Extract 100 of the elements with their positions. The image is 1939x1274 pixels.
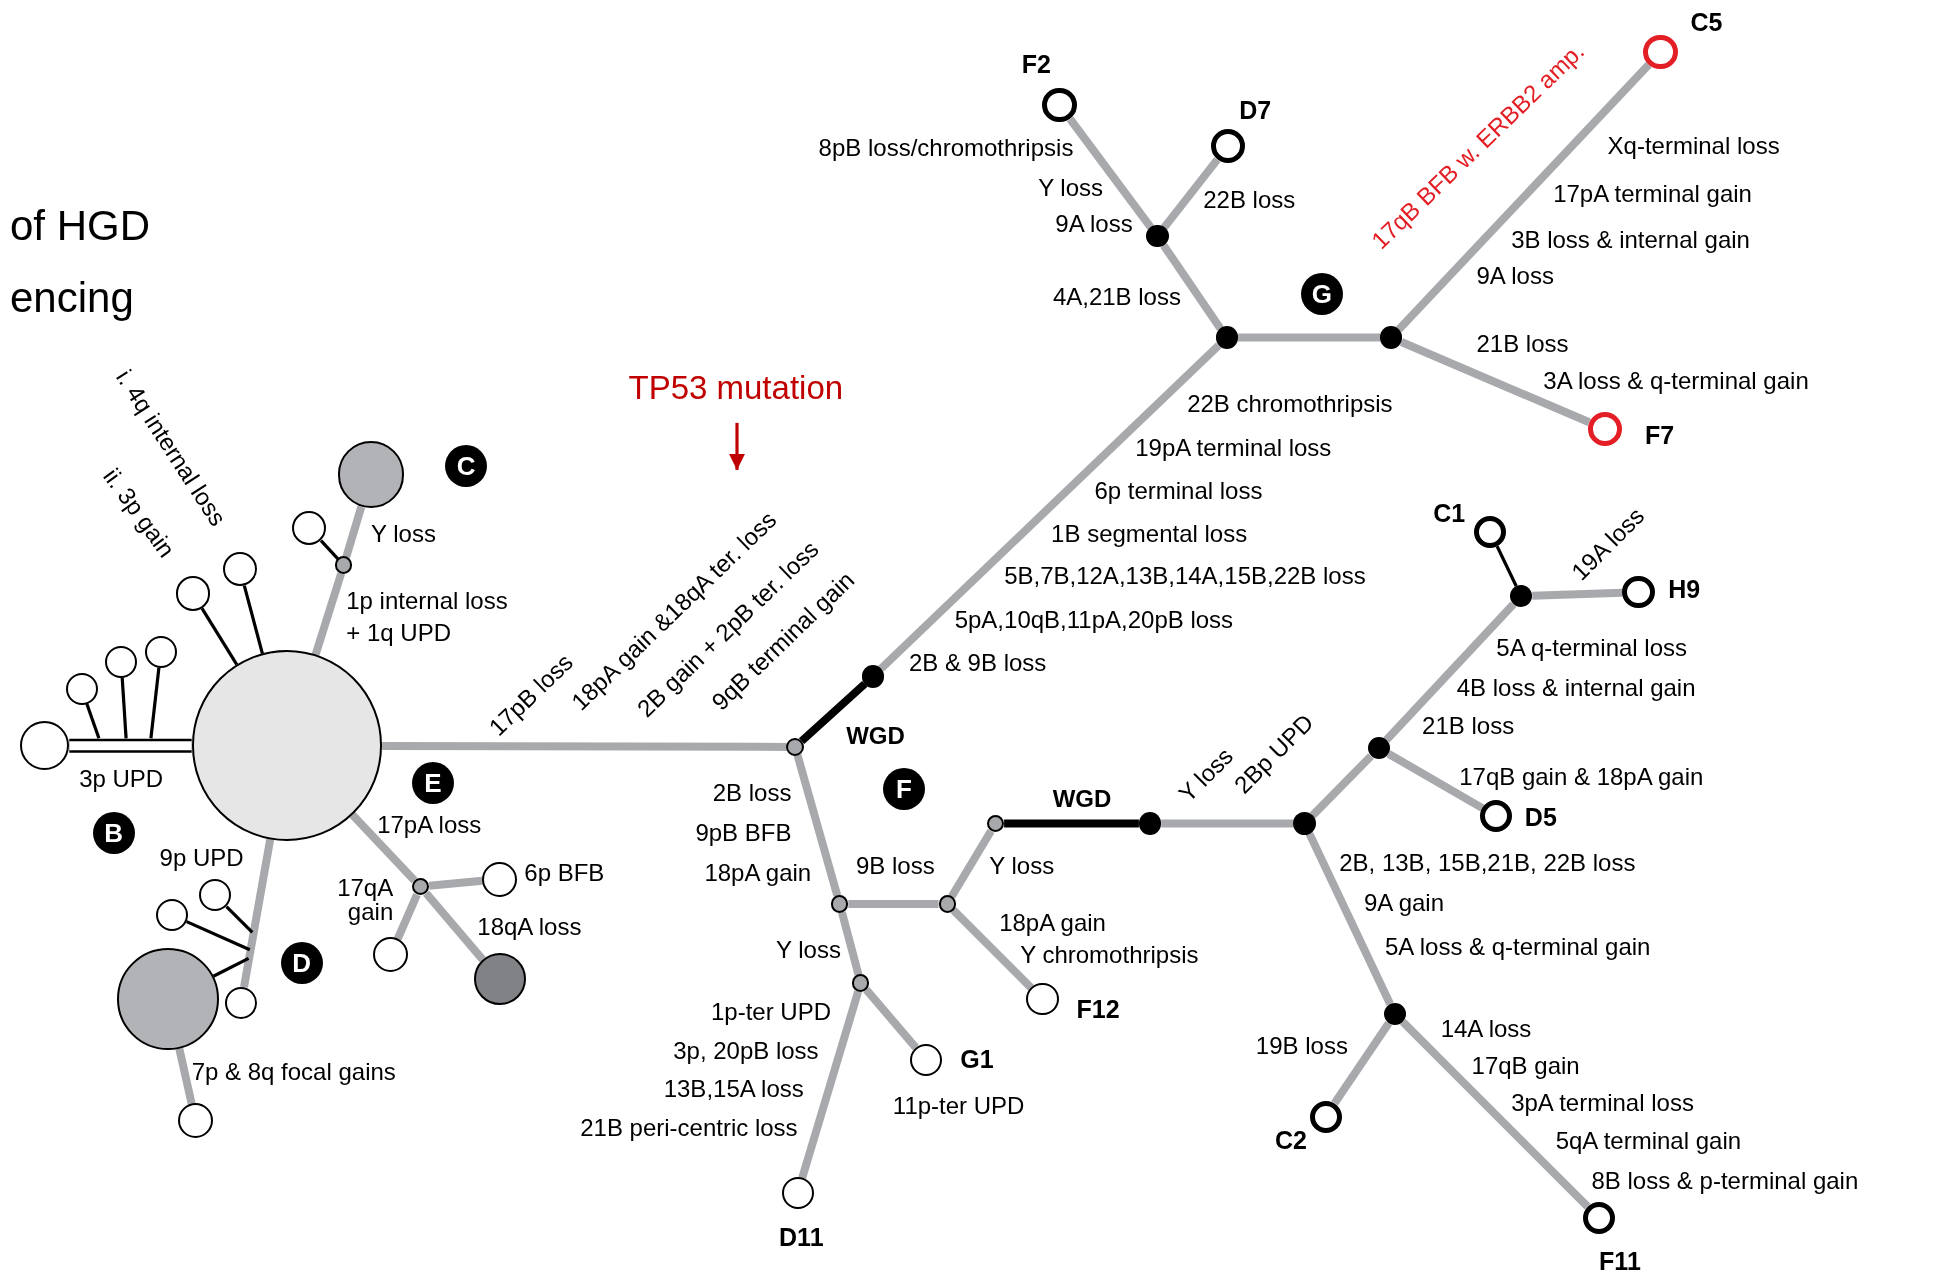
sample-label: F11 [1599, 1248, 1641, 1274]
clade-marker: D [280, 942, 323, 985]
sample-label: F7 [1644, 422, 1675, 448]
branch-line [85, 703, 101, 739]
mutation-label: 4A,21B loss [1052, 284, 1181, 309]
mutation-label: 2B & 9B loss [908, 650, 1047, 675]
branch-line [1160, 243, 1224, 331]
branch-line [423, 890, 486, 963]
mutation-label: 19pA terminal loss [1135, 435, 1332, 460]
mutation-label: 6p terminal loss [1094, 478, 1263, 503]
mutation-label: Y loss [775, 937, 841, 962]
mutation-label: 5B,7B,12A,13B,14A,15B,22B loss [1004, 564, 1366, 589]
mutation-label: Xq-terminal loss [1607, 133, 1780, 158]
sample-label: C1 [1433, 500, 1466, 526]
mutation-label: 18qA loss [477, 915, 582, 940]
mutation-label: 1p internal loss [346, 589, 508, 613]
mutation-label: 3A loss & q-terminal gain [1543, 368, 1809, 393]
mutation-label: 8B loss & p-terminal gain [1591, 1168, 1859, 1193]
sample-label: F12 [1076, 996, 1120, 1022]
mutation-label: 18pA gain [704, 861, 812, 886]
mutation-label: 22B loss [1203, 188, 1296, 213]
sample-label: G1 [960, 1046, 994, 1072]
mutation-label: 17qB gain & 18pA gain [1459, 764, 1704, 789]
mutation-label: Y chromothripsis [1020, 942, 1199, 967]
mutation-label: 6p BFB [524, 861, 605, 886]
branch-line [1309, 753, 1374, 819]
arrow [729, 422, 745, 470]
branch-line [950, 907, 1034, 991]
mutation-label: 17pA loss [377, 812, 482, 837]
branch-line [428, 876, 483, 890]
branch-line [798, 680, 868, 745]
mutation-label: 3pA terminal loss [1511, 1091, 1694, 1116]
branch-line [120, 677, 128, 739]
mutation-label: 9A gain [1363, 890, 1445, 915]
mutation-label: 17qB gain [1471, 1053, 1580, 1078]
mutation-label: 3B loss & internal gain [1511, 227, 1750, 252]
branch-line [848, 900, 939, 908]
clade-marker: C [445, 445, 488, 488]
clade-marker: G [1300, 273, 1343, 316]
mutation-label: 14A loss [1440, 1016, 1532, 1041]
branch-line [798, 990, 863, 1180]
branch-line [175, 1047, 196, 1105]
branch-line [1161, 819, 1294, 828]
mutation-label: 22B chromothripsis [1187, 392, 1393, 417]
mutation-label: Y loss [1038, 175, 1104, 200]
branch-line [1399, 1019, 1591, 1210]
mutation-label: 17qA gain [336, 876, 394, 925]
mutation-label: 9B loss [855, 853, 935, 878]
branch-line [212, 956, 250, 978]
wgd-label: WGD [1052, 786, 1112, 811]
mutation-label: 4B loss & internal gain [1456, 675, 1696, 700]
branch-line [1532, 588, 1623, 600]
sample-label: F2 [1021, 51, 1051, 77]
mutation-label: 5A loss & q-terminal gain [1385, 935, 1651, 960]
mutation-label: 5A q-terminal loss [1496, 635, 1688, 660]
branch-line [225, 905, 254, 934]
branch-line [838, 911, 863, 976]
branch-line [1383, 601, 1517, 743]
clade-marker: F [882, 767, 925, 810]
sample-label: D5 [1524, 804, 1557, 830]
mutation-label: Y loss [370, 522, 436, 547]
branch-line [793, 754, 842, 897]
branch-line [1305, 831, 1394, 1006]
sample-label: H9 [1668, 576, 1701, 602]
mutation-label: 8pB loss/chromothripsis [818, 136, 1074, 161]
mutation-label: 9pB BFB [695, 821, 792, 846]
mutation-label: 5qA terminal gain [1555, 1129, 1742, 1154]
branch-line [878, 342, 1222, 672]
mutation-label: 19B loss [1255, 1034, 1348, 1059]
clade-marker: E [411, 761, 454, 804]
branch-line [382, 741, 787, 751]
mutation-label: 1B segmental loss [1051, 522, 1248, 547]
mutation-label: 2B, 13B, 15B,21B, 22B loss [1339, 851, 1636, 876]
mutation-label: 3p UPD [79, 767, 164, 792]
mutation-label: 9A loss [1055, 211, 1133, 236]
mutation-label: 7p & 8q focal gains [191, 1060, 396, 1085]
mutation-label: 19A loss [1567, 503, 1649, 585]
branch-line [349, 812, 418, 884]
mutation-label: 1p-ter UPD [710, 999, 831, 1024]
mutation-label: 2B loss [712, 780, 792, 805]
mutation-label: 13B,15A loss [663, 1077, 804, 1102]
branch-line [319, 539, 340, 560]
branch-line [149, 667, 161, 739]
mutation-label: 17pA terminal gain [1553, 182, 1752, 207]
mutation-label: + 1q UPD [346, 621, 451, 646]
mutation-label: 3p, 20pB loss [673, 1039, 819, 1064]
mutation-label: 18pA gain [999, 910, 1106, 935]
mutation-label: 21B loss [1476, 331, 1569, 356]
sample-label: C5 [1690, 9, 1723, 35]
branch-line [1004, 819, 1139, 828]
mutation-label: 9p UPD [159, 846, 244, 871]
sample-label: C2 [1275, 1127, 1307, 1153]
annotation-text: TP53 mutation [628, 370, 844, 404]
sample-label: D7 [1239, 97, 1272, 123]
branch-line [863, 987, 919, 1051]
mutation-label: 11p-ter UPD [892, 1093, 1025, 1118]
mutation-label: Y loss [989, 853, 1055, 878]
sample-label: D11 [779, 1224, 824, 1250]
branch-line [240, 838, 275, 988]
mutation-label: 5pA,10qB,11pA,20pB loss [954, 607, 1234, 632]
